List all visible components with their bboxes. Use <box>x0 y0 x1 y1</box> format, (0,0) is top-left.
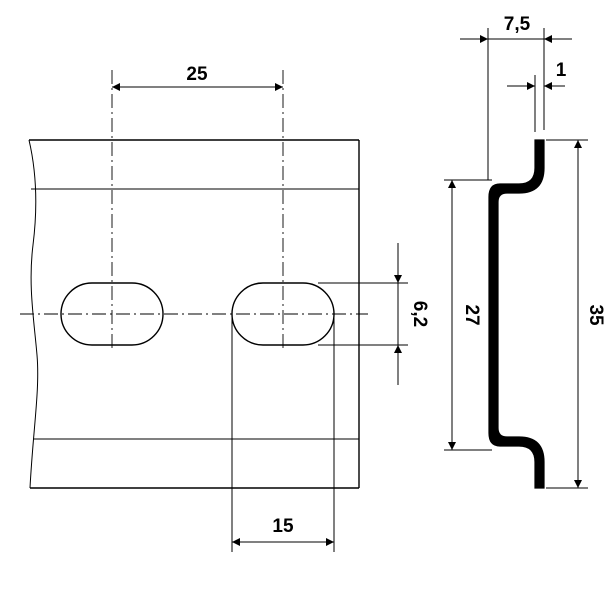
dim-total-height-label: 35 <box>585 304 606 326</box>
dim-material-thickness-label: 1 <box>556 60 567 81</box>
rail-side-profile <box>488 139 545 489</box>
dim-slot-length-label: 15 <box>272 516 294 537</box>
profile-outline <box>488 139 545 489</box>
rail-front-view <box>20 70 368 489</box>
dim-profile-width-label: 7,5 <box>504 14 531 35</box>
dim-inner-height-label: 27 <box>461 304 482 325</box>
dim-slot-width-label: 6,2 <box>409 301 430 327</box>
dim-inner-height: 27 <box>444 179 492 451</box>
dim-slot-pitch-label: 25 <box>186 64 208 85</box>
break-line <box>28 139 39 489</box>
dim-slot-length: 15 <box>231 314 335 552</box>
dim-material-thickness: 1 <box>507 60 567 132</box>
dim-profile-width: 7,5 <box>460 14 572 180</box>
dim-total-height: 35 <box>546 139 606 489</box>
dim-slot-width: 6,2 <box>318 243 430 385</box>
dim-slot-pitch: 25 <box>112 64 283 91</box>
